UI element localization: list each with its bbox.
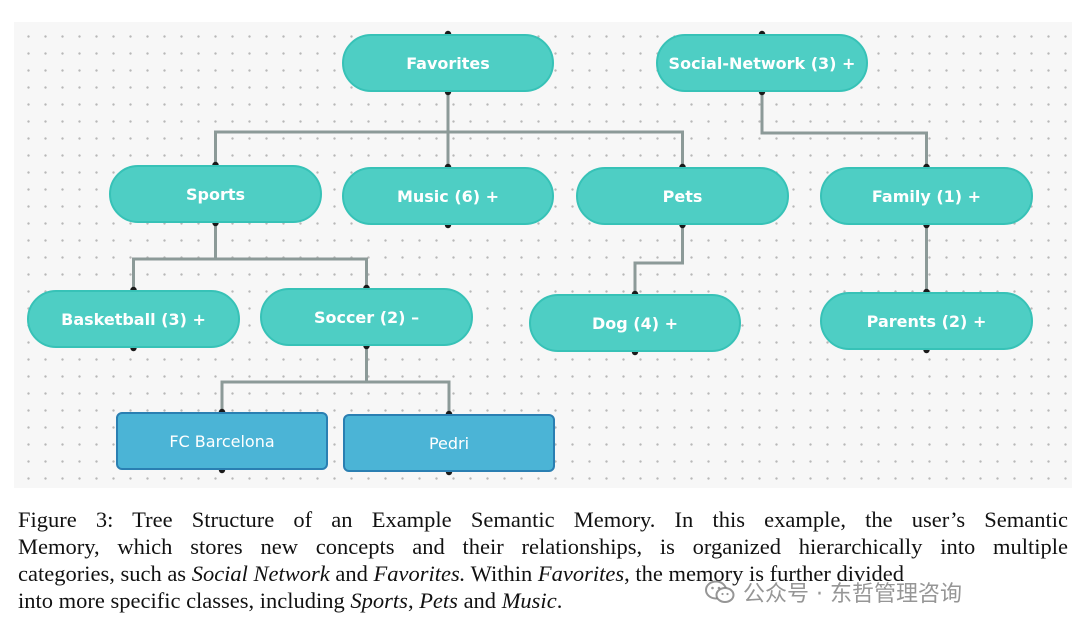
caption-emphasis: Favorites <box>537 561 625 586</box>
caption-line-2: Memory, which stores new concepts and th… <box>18 534 1068 559</box>
caption-emphasis: Sports <box>350 588 408 613</box>
node-label: Sports <box>185 184 246 204</box>
diagram-canvas <box>14 22 1072 488</box>
node-family: Family (1) + <box>820 167 1033 225</box>
caption-text: , <box>407 588 420 613</box>
node-label: Music (6) + <box>396 186 500 206</box>
node-label: Parents (2) + <box>866 311 987 331</box>
edge-pets-dog <box>633 225 684 294</box>
node-label: Favorites <box>406 53 490 73</box>
node-label: Pedri <box>428 433 470 453</box>
caption-line-4: into more specific classes, including Sp… <box>18 587 1068 614</box>
node-label: Basketball (3) + <box>61 309 206 329</box>
edge-favorites-pets <box>446 92 684 167</box>
node-pets: Pets <box>576 167 789 225</box>
edge-soccer-pedri <box>365 346 451 414</box>
node-favorites: Favorites <box>342 34 554 92</box>
node-sports: Sports <box>109 165 322 223</box>
wechat-icon <box>705 580 735 603</box>
node-basketball: Basketball (3) + <box>27 290 240 348</box>
node-dog: Dog (4) + <box>529 294 741 352</box>
node-label: Dog (4) + <box>591 313 679 333</box>
edge-soccer-fc-barcelona <box>220 346 368 412</box>
caption-line-1: Figure 3: Tree Structure of an Example S… <box>18 507 1068 532</box>
node-label: Soccer (2) – <box>313 307 420 327</box>
node-label: FC Barcelona <box>169 431 275 451</box>
caption-text: and <box>457 588 502 613</box>
caption-text: . <box>556 588 563 613</box>
node-label: Family (1) + <box>871 186 982 206</box>
watermark-text: 公众号 · 东哲管理咨询 <box>743 582 962 607</box>
edge-social-network-family <box>760 92 928 167</box>
caption-text: into more specific classes, including <box>18 588 351 613</box>
node-music: Music (6) + <box>342 167 554 225</box>
caption-text: Within <box>465 561 538 586</box>
caption-text: categories, such as <box>18 561 192 586</box>
edge-sports-basketball <box>132 223 217 290</box>
edge-favorites-sports <box>214 92 450 165</box>
node-social-network: Social-Network (3) + <box>656 34 868 92</box>
watermark: 公众号 · 东哲管理咨询 <box>705 575 962 609</box>
caption-emphasis: Music <box>501 588 557 613</box>
node-fc-barcelona: FC Barcelona <box>116 412 328 470</box>
caption-text: and <box>329 561 374 586</box>
figure-caption: Figure 3: Tree Structure of an Example S… <box>18 506 1068 614</box>
caption-text: , the memory is further divided <box>624 561 905 586</box>
caption-emphasis: Social Network <box>191 561 330 586</box>
caption-line-3: categories, such as Social Network and F… <box>18 560 1068 587</box>
node-label: Pets <box>662 186 703 206</box>
edge-sports-soccer <box>214 223 368 288</box>
node-parents: Parents (2) + <box>820 292 1033 350</box>
node-soccer: Soccer (2) – <box>260 288 473 346</box>
caption-emphasis: Pets <box>419 588 458 613</box>
node-pedri: Pedri <box>343 414 555 472</box>
caption-emphasis: Favorites. <box>373 561 466 586</box>
node-label: Social-Network (3) + <box>668 53 856 73</box>
